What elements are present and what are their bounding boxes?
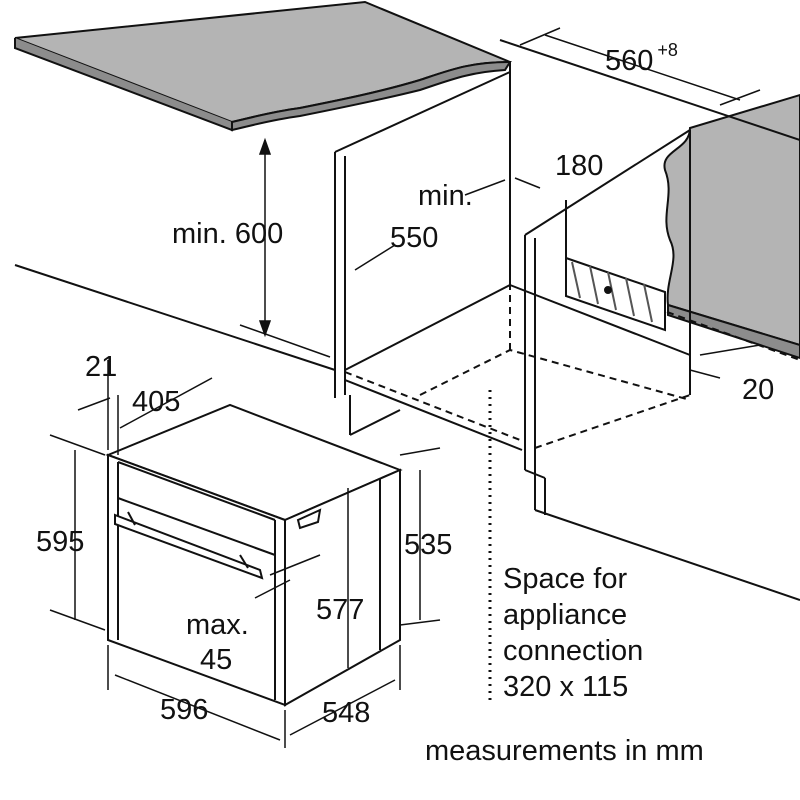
connection-note-line-2: appliance bbox=[503, 599, 628, 631]
connection-note-line-1: Space for bbox=[503, 563, 628, 595]
min-width-prefix: min. bbox=[418, 180, 473, 212]
min-width-label: 550 bbox=[390, 222, 439, 254]
niche-depth-value: 560 bbox=[605, 45, 654, 77]
vent-gap-label: 180 bbox=[555, 150, 604, 182]
connection-space-hatch bbox=[565, 200, 666, 332]
niche-depth-tolerance: +8 bbox=[657, 40, 678, 60]
oven-height-label: 595 bbox=[36, 526, 85, 558]
body-inner-height-label: 577 bbox=[316, 594, 365, 626]
connection-note-line-4: 320 x 115 bbox=[503, 671, 629, 703]
min-height-label: min. 600 bbox=[172, 218, 284, 250]
countertop-right bbox=[663, 93, 800, 360]
units-note: measurements in mm bbox=[425, 735, 704, 767]
front-frame-depth-label: 21 bbox=[85, 351, 118, 383]
oven bbox=[105, 403, 403, 707]
max-value-label: 45 bbox=[200, 644, 233, 676]
dimension-lines bbox=[49, 27, 761, 748]
max-prefix: max. bbox=[186, 609, 249, 641]
countertop-left bbox=[14, 0, 512, 132]
connection-note-line-3: connection bbox=[503, 635, 644, 667]
oven-depth-label: 548 bbox=[322, 697, 371, 729]
niche-depth-label: 560+8 bbox=[605, 41, 678, 77]
body-height-label: 535 bbox=[404, 529, 453, 561]
cabinet-outline bbox=[14, 39, 800, 700]
rear-gap-label: 20 bbox=[742, 374, 775, 406]
top-depth-label: 405 bbox=[132, 386, 181, 418]
oven-width-label: 596 bbox=[160, 694, 209, 726]
